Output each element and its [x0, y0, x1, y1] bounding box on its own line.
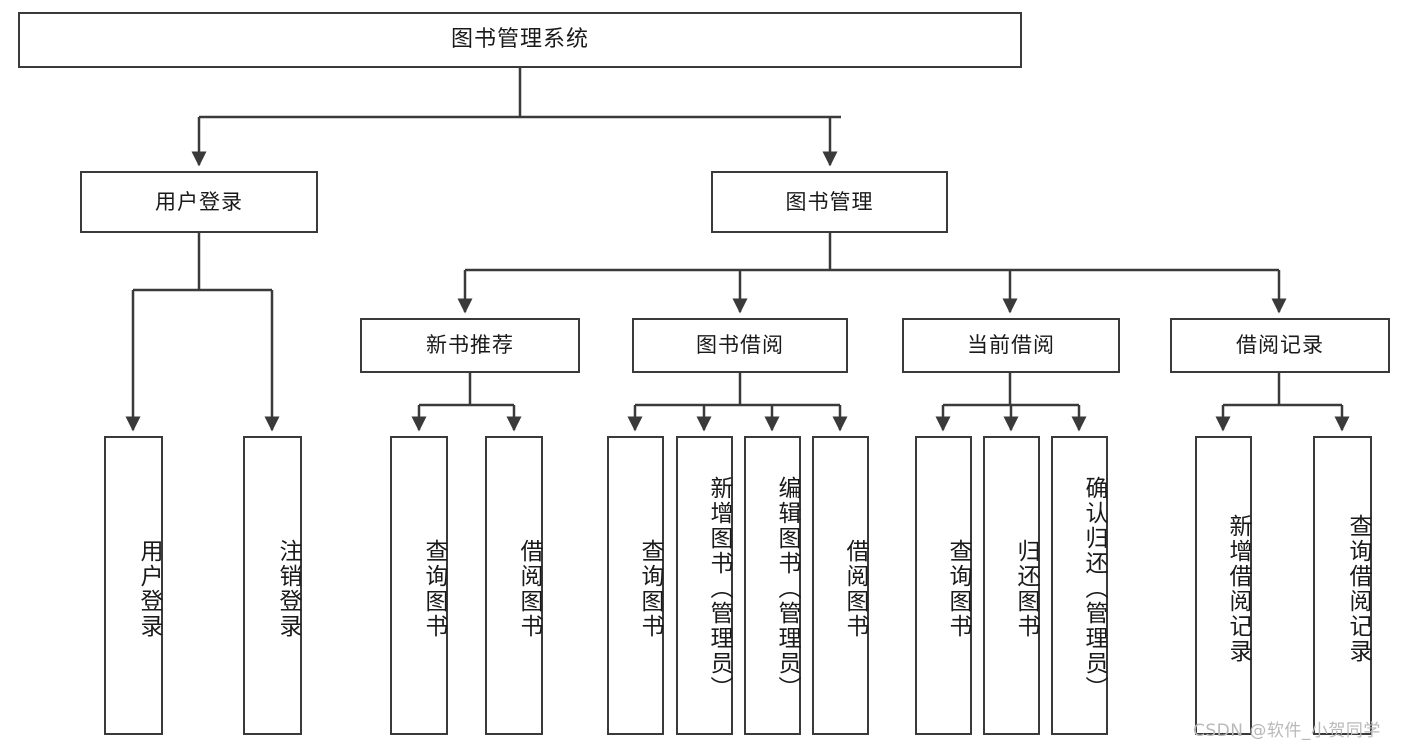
- leaf-borrow-book[interactable]: 借阅图书: [812, 436, 869, 735]
- leaf-query-book-borrow[interactable]: 查询图书: [607, 436, 664, 735]
- leaf-borrow-book-recommend[interactable]: 借阅图书: [485, 436, 543, 735]
- leaf-confirm-return-admin[interactable]: 确认归还（管理员）: [1051, 436, 1108, 735]
- leaf-add-book-admin[interactable]: 新增图书（管理员）: [676, 436, 733, 735]
- leaf-query-book-recommend[interactable]: 查询图书: [390, 436, 448, 735]
- leaf-query-book-current[interactable]: 查询图书: [915, 436, 972, 735]
- node-book-manage[interactable]: 图书管理: [711, 171, 948, 233]
- node-root[interactable]: 图书管理系统: [18, 12, 1022, 68]
- node-current-borrow[interactable]: 当前借阅: [902, 318, 1120, 373]
- node-book-borrow[interactable]: 图书借阅: [632, 318, 848, 373]
- node-new-book-recommend[interactable]: 新书推荐: [360, 318, 580, 373]
- leaf-query-borrow-record[interactable]: 查询借阅记录: [1313, 436, 1372, 735]
- csdn-watermark: CSDN @软件_小贺同学: [1193, 721, 1381, 741]
- leaf-user-logout[interactable]: 注销登录: [243, 436, 302, 735]
- leaf-user-login[interactable]: 用户登录: [104, 436, 163, 735]
- node-user-login[interactable]: 用户登录: [80, 171, 318, 233]
- node-borrow-record[interactable]: 借阅记录: [1170, 318, 1390, 373]
- leaf-return-book[interactable]: 归还图书: [983, 436, 1040, 735]
- leaf-edit-book-admin[interactable]: 编辑图书（管理员）: [744, 436, 801, 735]
- leaf-add-borrow-record[interactable]: 新增借阅记录: [1195, 436, 1252, 735]
